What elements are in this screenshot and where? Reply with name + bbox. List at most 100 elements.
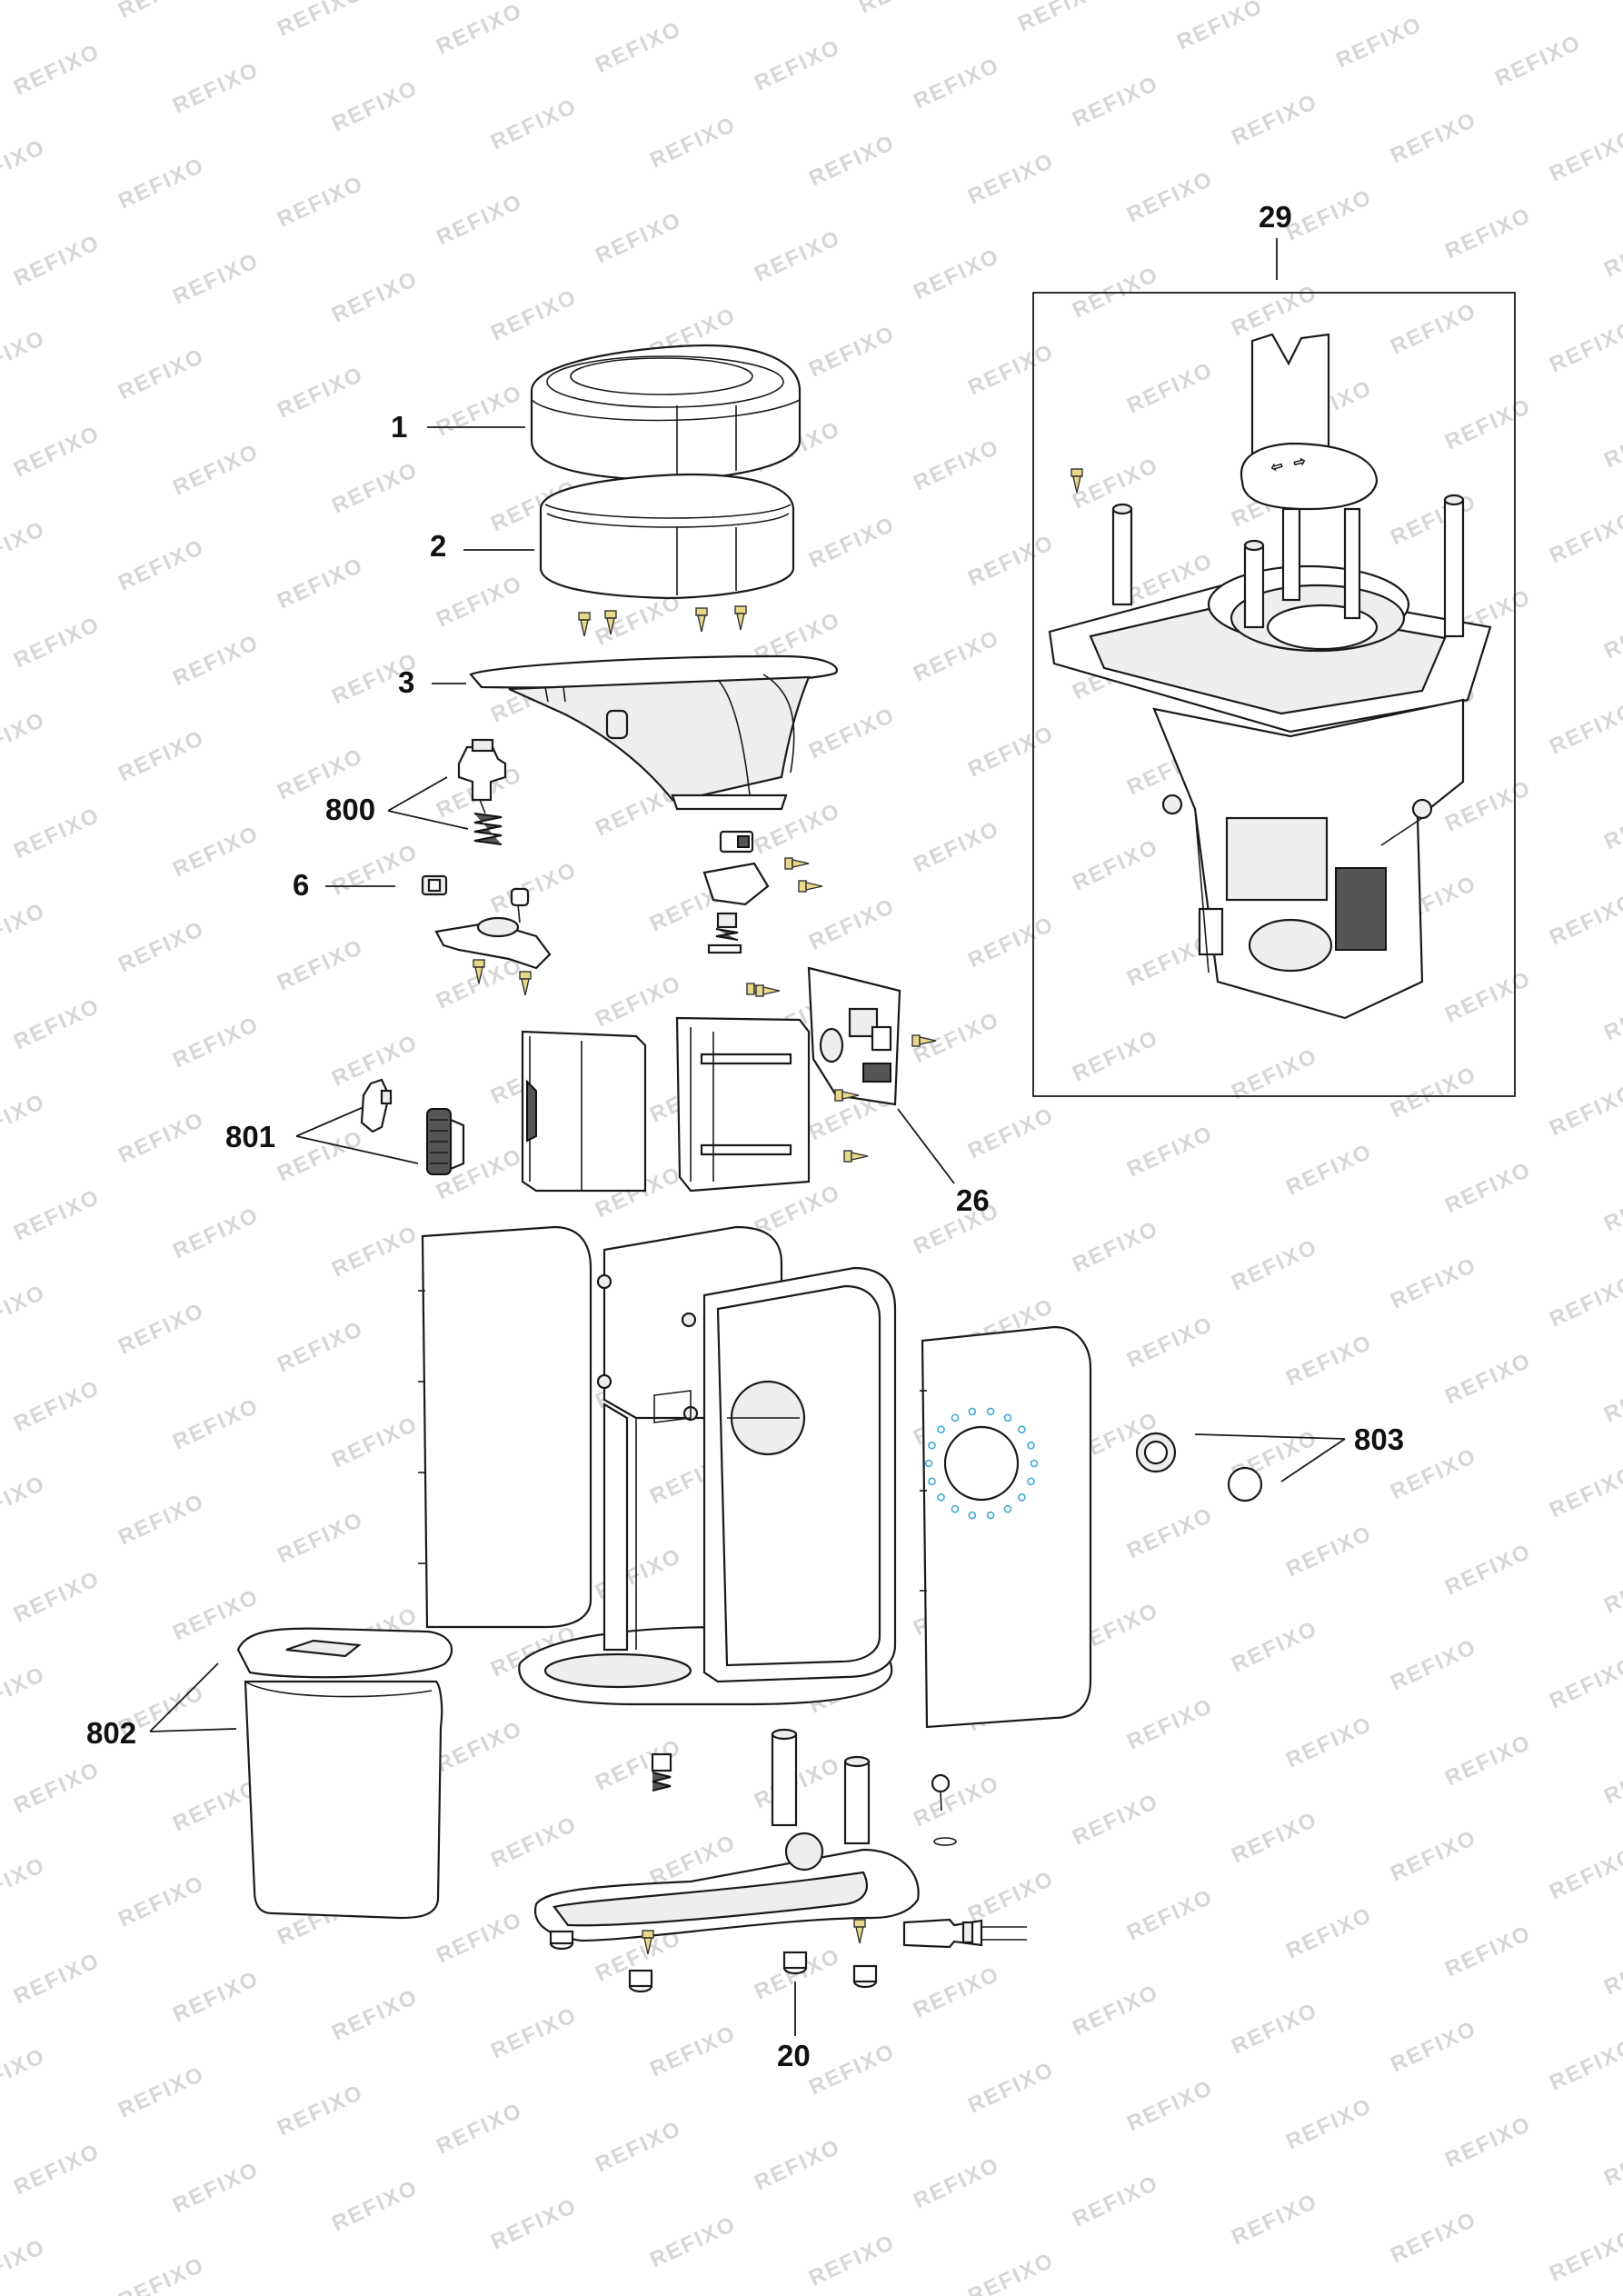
part-29-motor-assembly[interactable]: ⇦ ⇨ [1032,292,1516,1097]
watermark-text: REFIXO [910,434,1003,495]
watermark-text: REFIXO [169,439,263,500]
part-2-ring[interactable] [539,473,795,600]
watermark-text: REFIXO [1546,1462,1623,1522]
part-26-bracket[interactable] [675,966,937,1193]
watermark-text: REFIXO [1546,1843,1623,1904]
watermark-text: REFIXO [169,57,263,118]
watermark-text: REFIXO [1387,298,1480,359]
watermark-text: REFIXO [1441,203,1535,264]
part-802-bin[interactable] [236,1627,453,1920]
watermark-text: REFIXO [1069,71,1162,132]
led-dot [968,1511,977,1520]
callout-802: 802 [86,1716,136,1750]
watermark-text: REFIXO [0,0,49,5]
watermark-text: REFIXO [964,721,1058,782]
watermark-text: REFIXO [964,912,1058,973]
watermark-text: REFIXO [1600,1939,1623,2000]
watermark-text: REFIXO [592,2116,685,2177]
watermark-text: REFIXO [1546,2225,1623,2286]
watermark-text: REFIXO [274,171,367,232]
watermark-text: REFIXO [1228,280,1321,341]
watermark-text: REFIXO [646,2021,740,2081]
watermark-text: REFIXO [169,821,263,882]
watermark-text: REFIXO [910,1771,1003,1832]
watermark-text: REFIXO [0,1662,49,1722]
watermark-text: REFIXO [910,625,1003,686]
screws-set-a [578,605,747,637]
watermark-text: REFIXO [1123,1502,1217,1563]
watermark-text: REFIXO [1546,125,1623,186]
watermark-text: REFIXO [0,325,49,386]
watermark-text: REFIXO [115,2252,208,2296]
watermark-text: REFIXO [1069,834,1162,895]
watermark-text: REFIXO [1123,1884,1217,1945]
watermark-text: REFIXO [805,2039,899,2100]
watermark-text: REFIXO [169,2157,263,2218]
right-side-panel[interactable] [920,1325,1092,1729]
watermark-text: REFIXO [433,2098,526,2159]
screw [1070,468,1083,494]
part-801-knob[interactable] [360,1078,465,1175]
watermark-text: REFIXO [10,39,104,100]
watermark-text: REFIXO [10,1757,104,1818]
watermark-text: REFIXO [910,1962,1003,2022]
callout-3: 3 [398,665,414,699]
switch-assembly-left [434,887,552,996]
led-dot [986,1407,995,1416]
screw [734,605,747,631]
callout-26: 26 [956,1183,990,1217]
part-3-chute-plate[interactable] [469,654,838,811]
watermark-text: REFIXO [1441,1730,1535,1791]
watermark-text: REFIXO [1600,221,1623,282]
watermark-text: REFIXO [1228,1807,1321,1868]
watermark-text: REFIXO [274,553,367,614]
watermark-text: REFIXO [433,0,526,59]
watermark-text: REFIXO [115,344,208,404]
led-dot [937,1425,945,1433]
watermark-text: REFIXO [1173,0,1267,55]
part-803-caps[interactable] [1135,1432,1263,1502]
watermark-text: REFIXO [169,1393,263,1454]
inner-bracket-left [521,1030,647,1193]
watermark-text: REFIXO [328,266,422,327]
watermark-text: REFIXO [0,707,49,768]
watermark-text: REFIXO [0,516,49,577]
watermark-text: REFIXO [1228,2189,1321,2250]
watermark-text: REFIXO [1014,0,1108,36]
screw [911,1034,937,1047]
watermark-text: REFIXO [1441,1921,1535,1982]
watermark-text: REFIXO [1228,1616,1321,1677]
led-dot [968,1407,977,1416]
watermark-text: REFIXO [0,2234,49,2295]
watermark-text: REFIXO [751,35,844,95]
led-dot [1030,1459,1039,1468]
watermark-text: REFIXO [10,1948,104,2009]
watermark-text: REFIXO [805,512,899,573]
watermark-text: REFIXO [115,1107,208,1168]
watermark-text: REFIXO [169,1584,263,1645]
part-800-button-spring[interactable] [457,738,507,845]
left-side-panel[interactable] [418,1225,592,1629]
led-dot [986,1511,995,1520]
watermark-text: REFIXO [1600,603,1623,664]
watermark-text: REFIXO [805,321,899,382]
watermark-text: REFIXO [115,534,208,595]
watermark-text: REFIXO [1441,1157,1535,1218]
callout-6: 6 [293,868,309,902]
watermark-text: REFIXO [433,1716,526,1777]
watermark-text: REFIXO [1228,1234,1321,1295]
part-20-base[interactable] [534,1728,1027,1993]
part-1-lid[interactable] [530,344,802,482]
switch-assembly-right [702,830,823,995]
watermark-text: REFIXO [328,75,422,136]
part-6-clip[interactable] [421,874,448,896]
watermark-text: REFIXO [1600,1557,1623,1618]
watermark-text: REFIXO [1123,1312,1217,1373]
watermark-text: REFIXO [910,816,1003,877]
watermark-text: REFIXO [274,0,367,41]
watermark-text: REFIXO [115,2061,208,2122]
watermark-text: REFIXO [169,1966,263,2027]
led-dot [1003,1413,1012,1423]
watermark-text: REFIXO [910,53,1003,114]
led-dot [1027,1441,1035,1450]
